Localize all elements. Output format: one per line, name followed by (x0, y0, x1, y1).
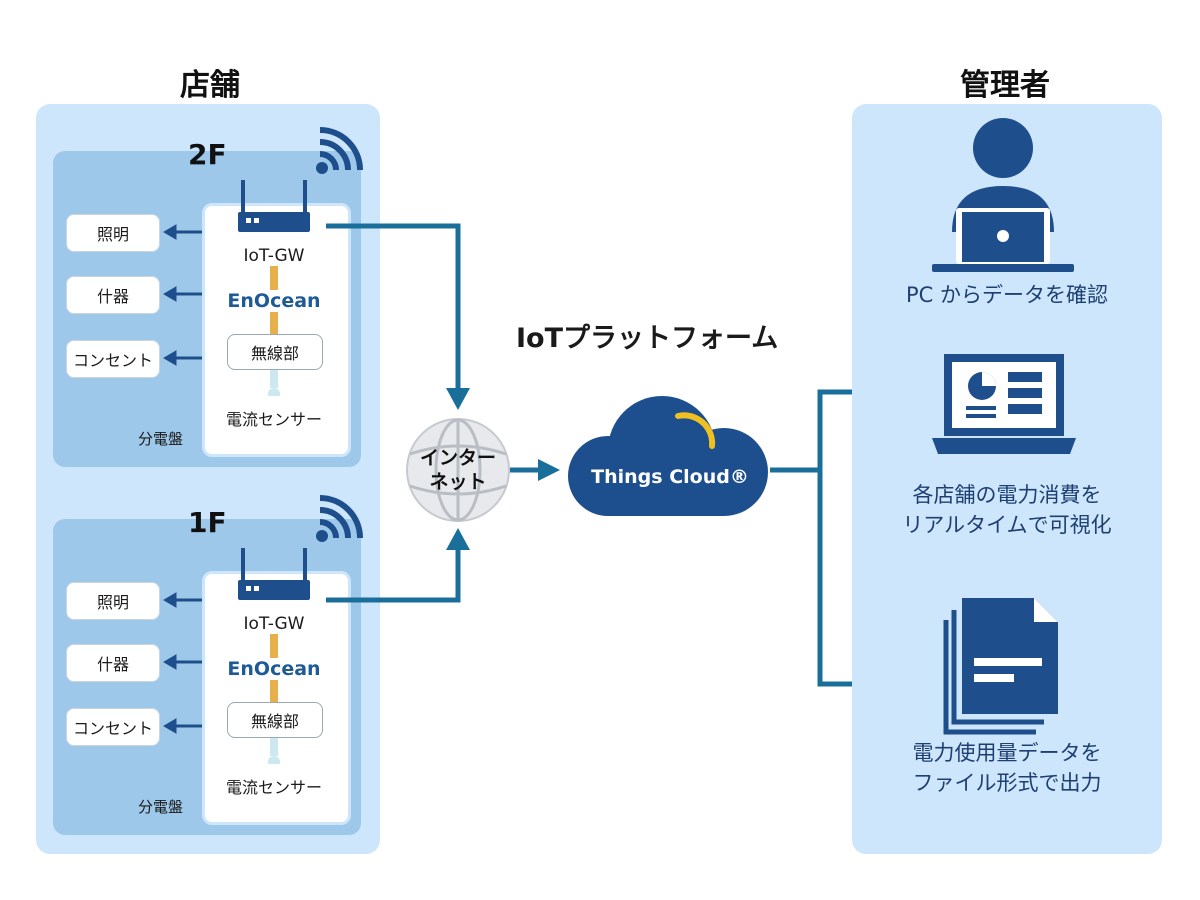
dashboard-laptop-icon (932, 354, 1076, 454)
load-lighting: 照明 (66, 582, 160, 620)
wifi-icon (316, 127, 363, 174)
gateway-label: IoT-GW (212, 246, 336, 266)
sensor-label: 電流センサー (210, 406, 338, 430)
admin-header: 管理者 (960, 68, 1050, 103)
gateway-label: IoT-GW (212, 614, 336, 634)
pc-user-icon (932, 118, 1074, 272)
internet-label-line2: ネット (429, 471, 487, 493)
admin-caption-file-2: ファイル形式で出力 (912, 771, 1102, 795)
internet-label-line1: インター (419, 447, 496, 469)
globe-icon (406, 418, 510, 522)
floor-label: 2F (188, 138, 227, 171)
document-file-icon (943, 598, 1058, 735)
store-header: 店舗 (180, 68, 240, 103)
load-fixtures: 什器 (66, 644, 160, 682)
load-outlet: コンセント (66, 340, 160, 378)
radio-unit: 無線部 (227, 702, 323, 738)
radio-unit: 無線部 (227, 334, 323, 370)
cloud-icon (568, 396, 768, 516)
admin-caption-dashboard-1: 各店舗の電力消費を (912, 483, 1102, 507)
enocean-logo: EnOcean (212, 290, 336, 312)
enocean-logo: EnOcean (212, 658, 336, 680)
wifi-icon (316, 495, 363, 542)
cloud-label: Things Cloud® (591, 466, 749, 488)
load-fixtures: 什器 (66, 276, 160, 314)
admin-caption-dashboard-2: リアルタイムで可視化 (902, 513, 1112, 537)
load-arrows (163, 592, 202, 734)
panel-label: 分電盤 (138, 430, 184, 448)
floor-label: 1F (188, 506, 227, 539)
load-outlet: コンセント (66, 708, 160, 746)
sensor-label: 電流センサー (210, 774, 338, 798)
admin-caption-pc: PC からデータを確認 (905, 283, 1108, 307)
admin-caption-file-1: 電力使用量データを (912, 741, 1102, 765)
panel-label: 分電盤 (138, 798, 184, 816)
load-lighting: 照明 (66, 214, 160, 252)
load-arrows (163, 224, 202, 366)
platform-title: IoTプラットフォーム (516, 323, 779, 354)
